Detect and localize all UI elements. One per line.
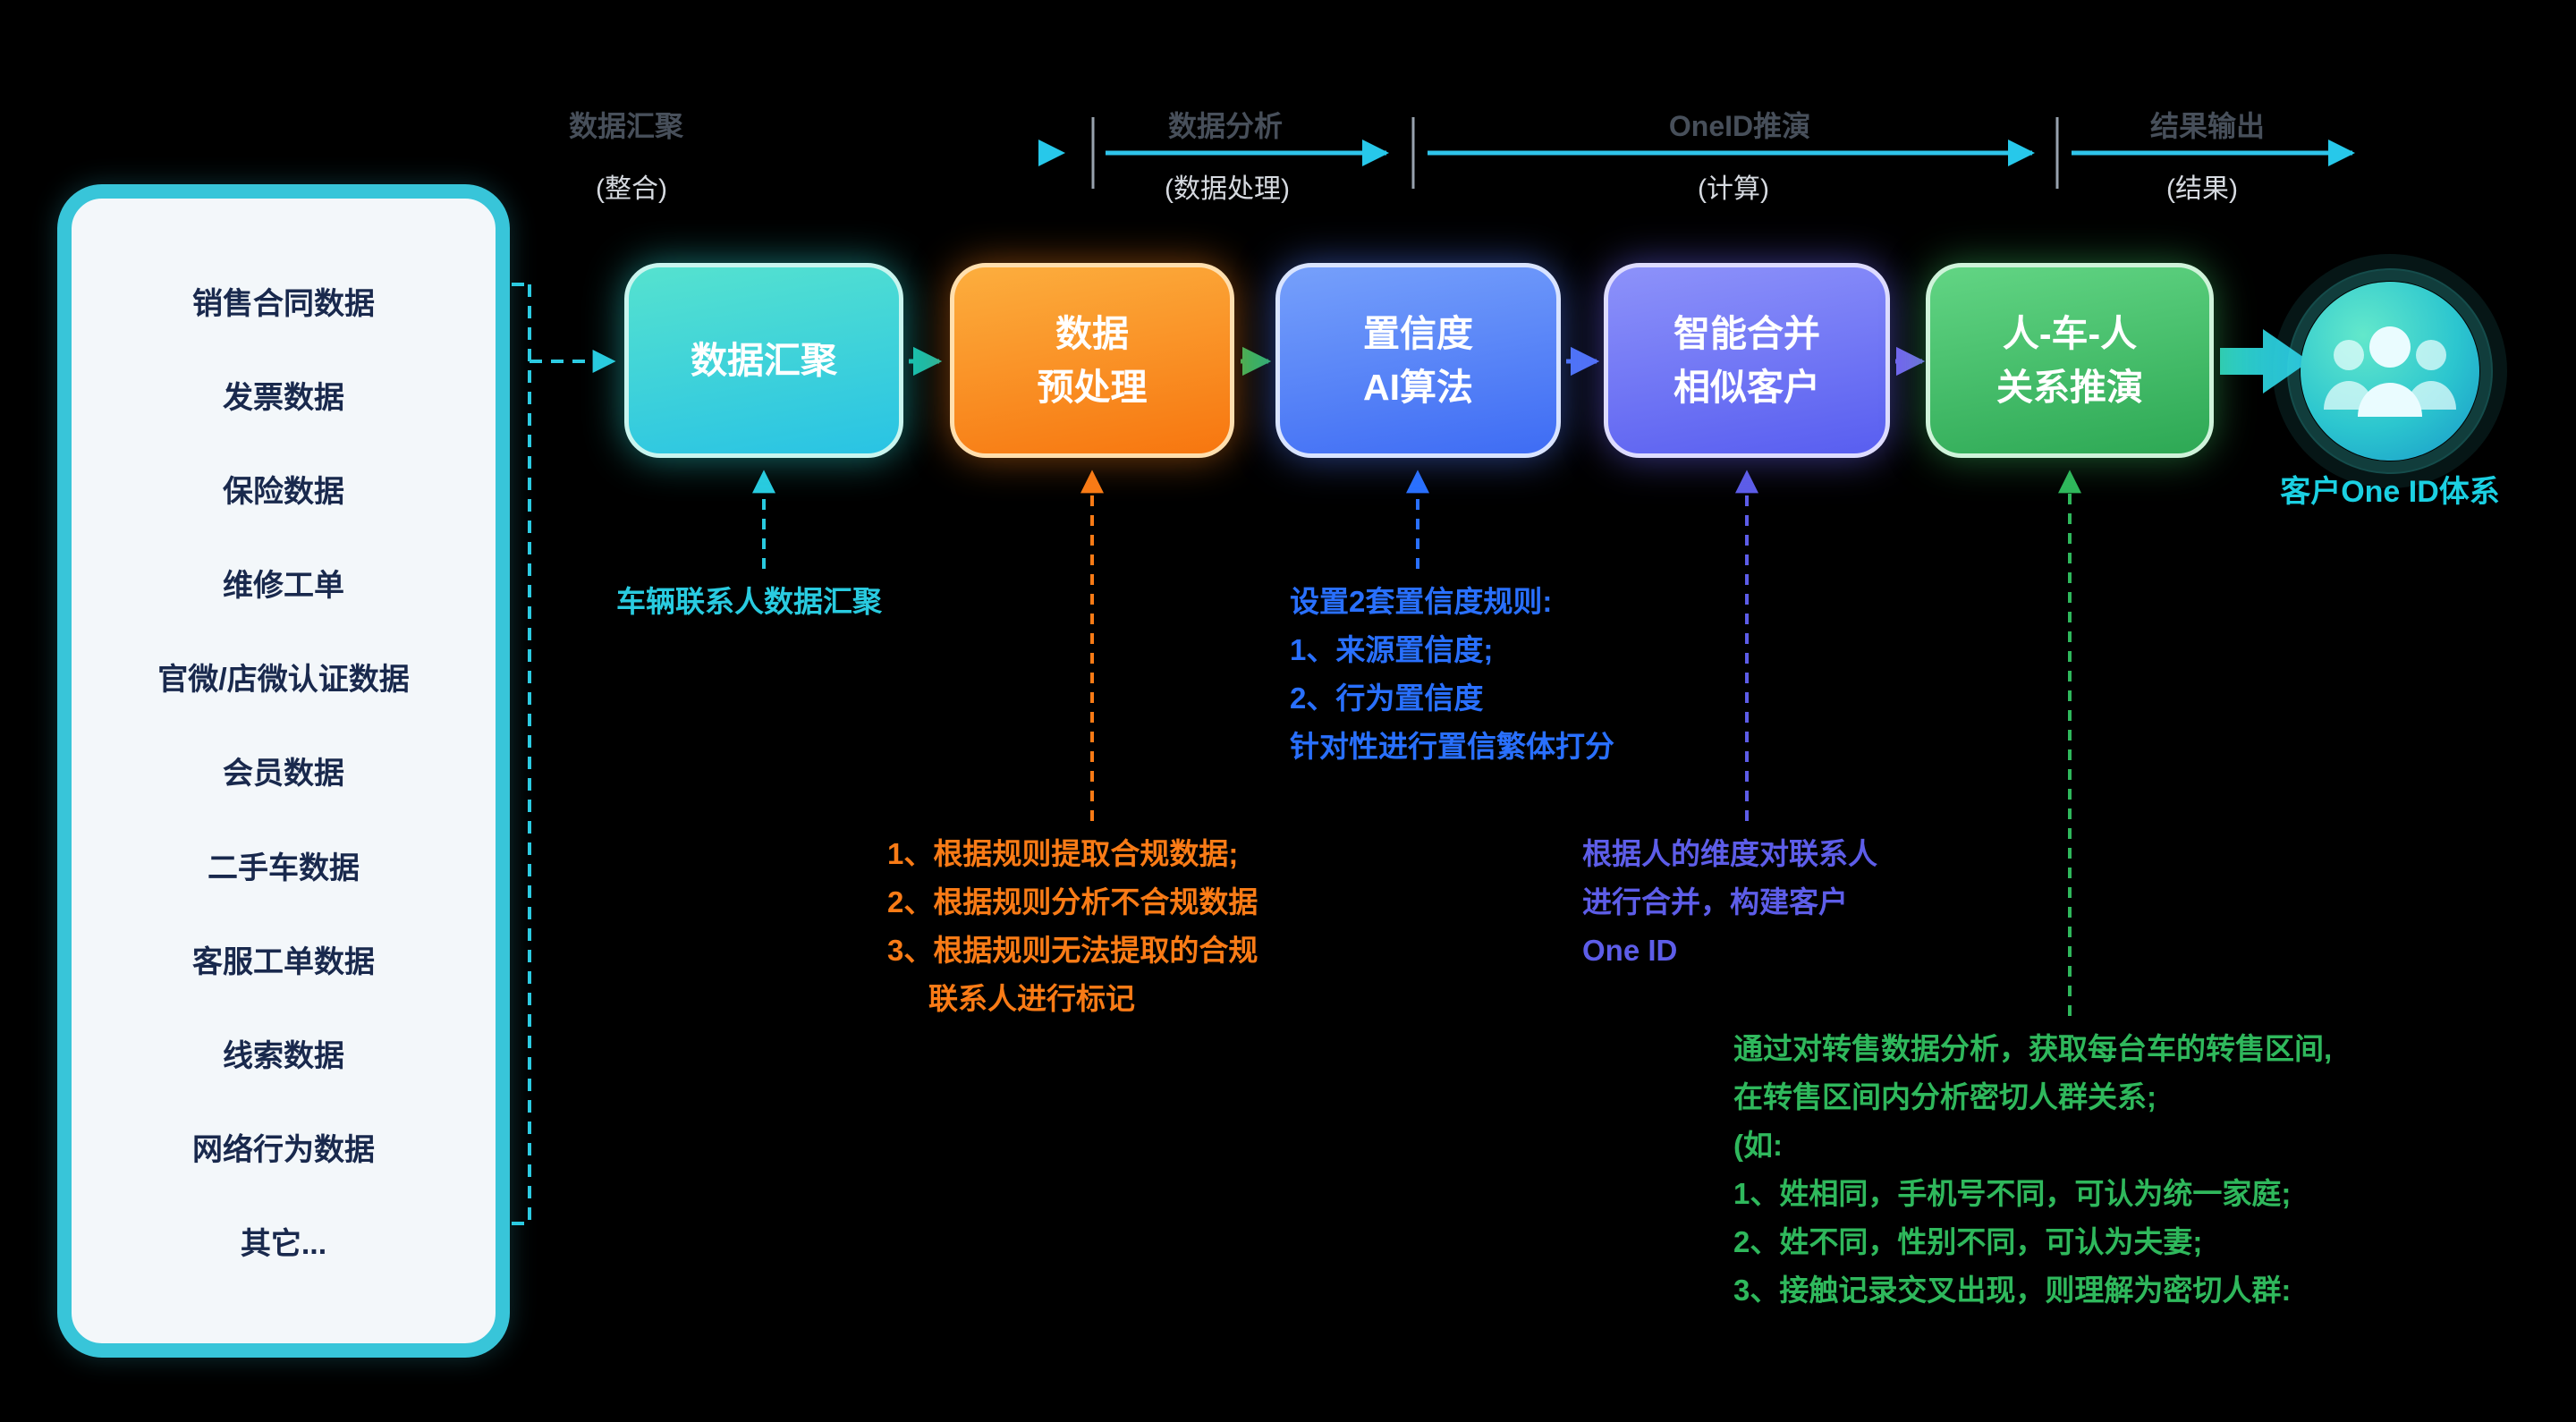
phase-title-aggregation: 数据汇聚	[568, 110, 684, 142]
note-line: 联系人进行标记	[928, 982, 1135, 1015]
customers-icon	[2273, 254, 2507, 488]
note-relation: 通过对转售数据分析，获取每台车的转售区间, 在转售区间内分析密切人群关系; (如…	[1733, 1025, 2332, 1315]
step-label: AI算法	[1363, 367, 1473, 408]
note-line: 1、姓相同，手机号不同，可认为统一家庭;	[1733, 1177, 2292, 1210]
phase-subtitle-aggregation: (整合)	[596, 174, 667, 204]
source-item-repair-order: 维修工单	[223, 569, 344, 604]
step-label: 关系推演	[1996, 367, 2143, 408]
step-data-aggregation: 数据汇聚	[624, 263, 903, 458]
note-line: 进行合并，构建客户	[1582, 885, 1848, 918]
source-item-insurance: 保险数据	[223, 475, 344, 510]
phase-title-output: 结果输出	[2149, 110, 2266, 142]
note-line: 设置2套置信度规则:	[1290, 585, 1553, 618]
note-line: 3、根据规则无法提取的合规	[887, 934, 1258, 967]
source-item-sales-contract: 销售合同数据	[192, 287, 375, 322]
result-label: 客户One ID体系	[2280, 475, 2500, 509]
step-smart-merge: 智能合并 相似客户	[1604, 263, 1890, 458]
phase-title-oneid: OneID推演	[1668, 110, 1811, 142]
note-line: 通过对转售数据分析，获取每台车的转售区间,	[1733, 1032, 2333, 1065]
source-item-used-car: 二手车数据	[208, 851, 360, 885]
source-item-member: 会员数据	[223, 757, 344, 791]
note-line: One ID	[1582, 934, 1678, 967]
result-arrow	[2220, 329, 2309, 394]
step-label: 智能合并	[1674, 313, 1820, 354]
note-line: 2、姓不同，性别不同，可认为夫妻;	[1733, 1225, 2203, 1258]
step-confidence-ai: 置信度 AI算法	[1275, 263, 1561, 458]
source-item-leads: 线索数据	[223, 1038, 344, 1073]
source-item-web-behavior: 网络行为数据	[192, 1132, 375, 1167]
phase-subtitle-analysis: (数据处理)	[1165, 174, 1290, 204]
note-line: 3、接触记录交叉出现，则理解为密切人群:	[1733, 1274, 2292, 1307]
note-line: 1、根据规则提取合规数据;	[887, 837, 1239, 870]
phase-subtitle-oneid: (计算)	[1698, 174, 1769, 204]
step-data-preprocessing: 数据 预处理	[950, 263, 1234, 458]
source-item-others: 其它...	[240, 1226, 327, 1261]
source-item-service-ticket: 客服工单数据	[192, 944, 375, 979]
note-merge: 根据人的维度对联系人 进行合并，构建客户 One ID	[1582, 830, 1877, 975]
note-confidence: 设置2套置信度规则: 1、来源置信度; 2、行为置信度 针对性进行置信繁体打分	[1290, 578, 1614, 771]
note-line: (如:	[1733, 1129, 1783, 1162]
step-label: 置信度	[1363, 313, 1473, 354]
note-line: 车辆联系人数据汇聚	[616, 585, 882, 618]
data-source-panel: 销售合同数据 发票数据 保险数据 维修工单 官微/店微认证数据 会员数据 二手车…	[57, 184, 510, 1358]
step-label: 数据	[1055, 313, 1129, 354]
step-label: 数据汇聚	[691, 340, 837, 381]
note-line: 2、行为置信度	[1290, 681, 1484, 715]
note-line: 1、来源置信度;	[1290, 633, 1494, 666]
source-item-invoice: 发票数据	[223, 381, 344, 416]
note-aggregation: 车辆联系人数据汇聚	[616, 578, 882, 626]
note-line: 根据人的维度对联系人	[1582, 837, 1877, 870]
panel-to-step-connector	[512, 283, 616, 1225]
note-line: 针对性进行置信繁体打分	[1290, 730, 1614, 763]
phase-subtitle-output: (结果)	[2166, 174, 2238, 204]
note-line: 在转售区间内分析密切人群关系;	[1733, 1080, 2157, 1113]
source-item-wechat-cert: 官微/店微认证数据	[157, 663, 410, 698]
note-line: 2、根据规则分析不合规数据	[887, 885, 1258, 918]
step-relation-deduction: 人-车-人 关系推演	[1926, 263, 2214, 458]
step-label: 相似客户	[1674, 367, 1820, 408]
phase-title-analysis: 数据分析	[1167, 110, 1284, 142]
note-preprocess: 1、根据规则提取合规数据; 2、根据规则分析不合规数据 3、根据规则无法提取的合…	[887, 830, 1258, 1023]
step-label: 预处理	[1037, 367, 1148, 408]
step-label: 人-车-人	[2002, 313, 2138, 354]
